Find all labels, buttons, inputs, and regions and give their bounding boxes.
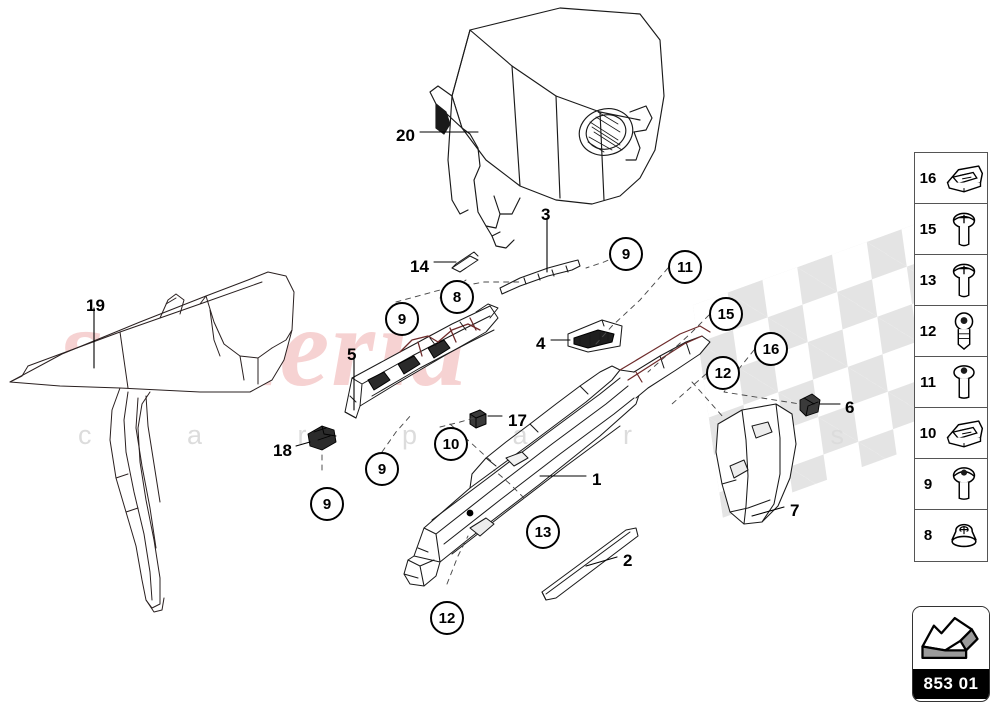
part-label-18[interactable]: 18	[273, 441, 292, 460]
clip-nut-icon	[941, 408, 987, 458]
callout-bubble-9[interactable]: 9	[365, 452, 399, 486]
part-7-arch-trim	[715, 403, 797, 525]
part-1-sill-trim	[403, 325, 711, 587]
part-label-20[interactable]: 20	[396, 126, 415, 145]
flange-nut-icon	[941, 510, 987, 561]
part-5-reinforcement-rail	[344, 303, 499, 419]
callout-bubble-11[interactable]: 11	[668, 250, 702, 284]
callout-bubble-9[interactable]: 9	[310, 487, 344, 521]
part-6-clip	[799, 393, 821, 417]
callout-bubble-12[interactable]: 12	[430, 601, 464, 635]
torx-screw-icon	[941, 357, 987, 407]
legend-row-11[interactable]: 11	[915, 357, 987, 408]
part-19-left-fender	[9, 271, 295, 613]
legend-number-10: 10	[919, 424, 937, 442]
part-14-clip-bar	[451, 251, 479, 273]
part-label-4[interactable]: 4	[536, 334, 546, 353]
callout-bubble-13[interactable]: 13	[526, 515, 560, 549]
part-4-bracket	[567, 319, 623, 353]
round-head-screw-icon	[941, 459, 987, 509]
part-2-seal-strip	[541, 527, 639, 601]
part-label-7[interactable]: 7	[790, 501, 800, 520]
part-label-2[interactable]: 2	[623, 551, 633, 570]
part-label-6[interactable]: 6	[845, 398, 855, 417]
part-label-14[interactable]: 14	[410, 257, 429, 276]
hardware-legend-panel: 16 15 13 12 11 10	[914, 152, 988, 562]
legend-row-8[interactable]: 8	[915, 510, 987, 561]
part-label-3[interactable]: 3	[541, 205, 551, 224]
torx-bolt-icon	[941, 306, 987, 356]
plate-icon	[913, 607, 989, 669]
part-18-clip	[307, 425, 337, 451]
callout-bubble-9[interactable]: 9	[609, 237, 643, 271]
assembly-dashed-lines	[321, 251, 801, 585]
legend-row-12[interactable]: 12	[915, 306, 987, 357]
legend-number-9: 9	[923, 475, 933, 493]
legend-number-12: 12	[919, 322, 937, 340]
legend-row-10[interactable]: 10	[915, 408, 987, 459]
legend-number-15: 15	[919, 220, 937, 238]
callout-bubble-8[interactable]: 8	[440, 280, 474, 314]
part-label-19[interactable]: 19	[86, 296, 105, 315]
pan-head-screw-icon	[941, 255, 987, 305]
callout-bubble-15[interactable]: 15	[709, 297, 743, 331]
callout-bubble-12[interactable]: 12	[706, 356, 740, 390]
legend-row-13[interactable]: 13	[915, 255, 987, 306]
legend-row-9[interactable]: 9	[915, 459, 987, 510]
callout-bubble-16[interactable]: 16	[754, 332, 788, 366]
part-number-plate: 853 01	[912, 606, 990, 702]
callout-bubble-10[interactable]: 10	[434, 427, 468, 461]
legend-number-16: 16	[919, 169, 937, 187]
plate-number-text: 853 01	[923, 674, 979, 693]
legend-row-16[interactable]: 16	[915, 153, 987, 204]
legend-number-11: 11	[920, 373, 936, 391]
leader-lines	[93, 131, 841, 567]
part-label-5[interactable]: 5	[347, 345, 357, 364]
part-label-1[interactable]: 1	[592, 470, 602, 489]
part-3-moulding	[499, 259, 581, 295]
legend-number-13: 13	[919, 271, 937, 289]
clip-nut-icon	[941, 153, 987, 203]
legend-row-15[interactable]: 15	[915, 204, 987, 255]
part-20-front-fender	[429, 7, 665, 249]
plate-number-bar: 853 01	[913, 669, 989, 699]
pan-head-screw-icon	[941, 204, 987, 254]
legend-number-8: 8	[923, 527, 933, 544]
part-17-grommet	[469, 409, 487, 429]
part-label-17[interactable]: 17	[508, 411, 527, 430]
callout-bubble-9[interactable]: 9	[385, 302, 419, 336]
